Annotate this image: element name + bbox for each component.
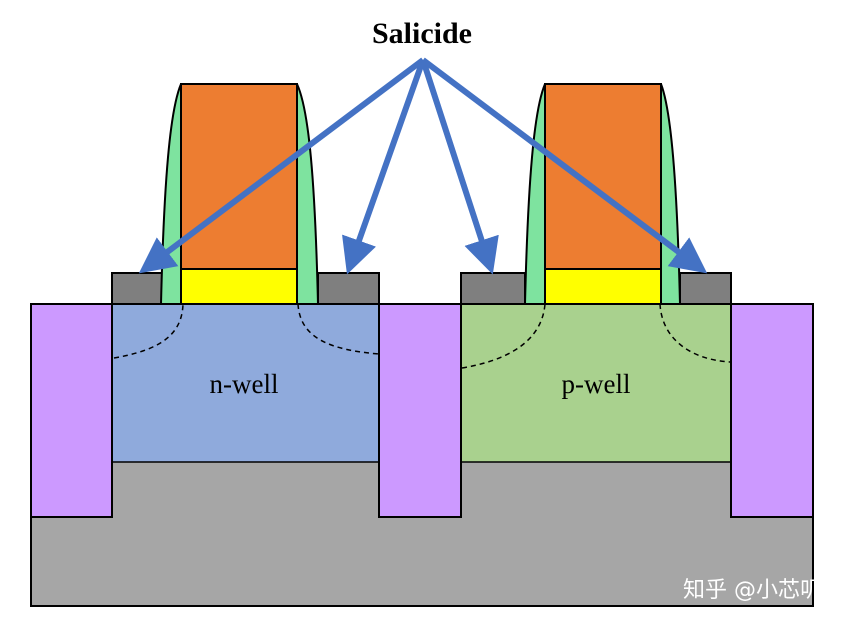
junction-line [461,303,546,369]
gate-left [180,83,298,270]
n-well-region [111,303,381,463]
isolation-left [30,303,113,518]
watermark: 知乎 @小芯叽 [683,578,822,603]
salicide-source-left [111,272,163,305]
gate-oxide-right [544,268,662,305]
gate-right [544,83,662,270]
salicide-drain-right [679,272,732,305]
gate-oxide-left [180,268,298,305]
salicide-source-right [460,272,526,305]
salicide-drain-left [317,272,380,305]
diagram-title: Salicide [372,17,472,50]
p-well-label: p-well [562,369,631,399]
junction-line [113,303,184,359]
junction-line [297,303,380,355]
n-well-label: n-well [210,369,279,399]
junction-line [659,303,732,363]
arrow-icon [138,57,708,275]
isolation-right [730,303,814,518]
isolation-middle [378,303,462,518]
